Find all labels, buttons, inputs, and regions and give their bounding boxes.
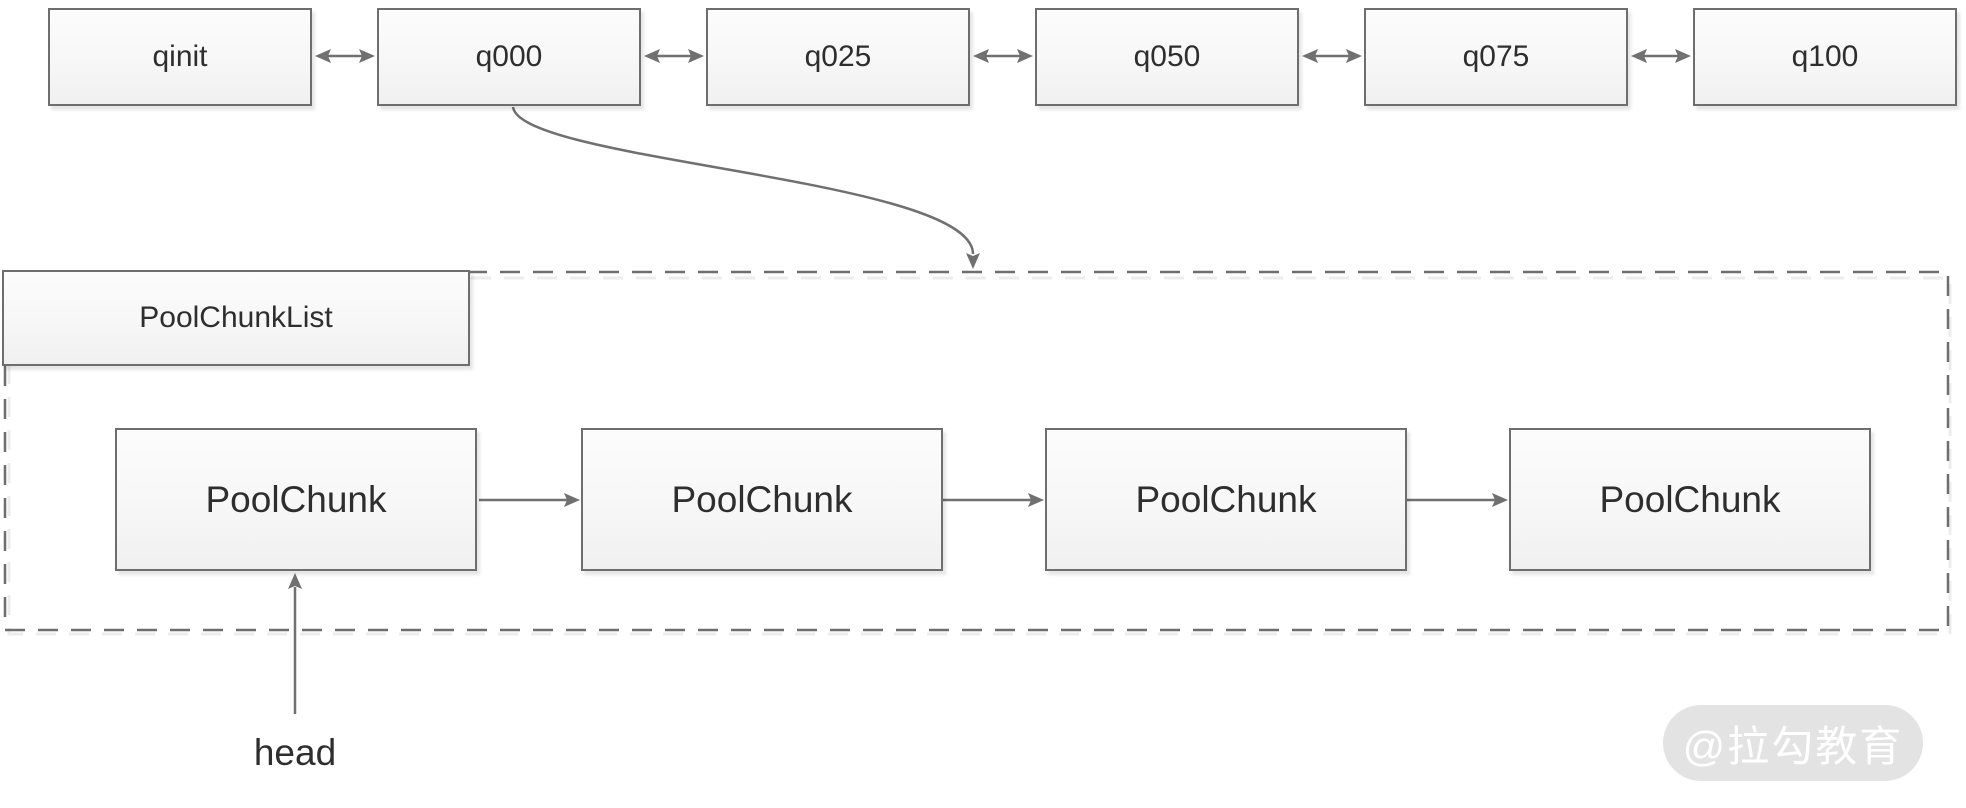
pool-chunk-list-boundary-shadow (7, 276, 1952, 636)
queue-node-q000: q000 (377, 8, 641, 106)
pool-chunk-node-2: PoolChunk (581, 428, 943, 571)
watermark-badge: @拉勾教育 (1663, 705, 1923, 781)
queue-node-q075: q075 (1364, 8, 1628, 106)
queue-node-q025: q025 (706, 8, 970, 106)
queue-node-q050: q050 (1035, 8, 1299, 106)
queue-node-q100: q100 (1693, 8, 1957, 106)
pool-chunk-list-title: PoolChunkList (2, 270, 470, 366)
head-pointer-arrow (288, 573, 302, 714)
bidirectional-arrow-q000-q025 (644, 49, 704, 63)
pool-chunk-node-3: PoolChunk (1045, 428, 1407, 571)
bidirectional-arrow-q025-q050 (973, 49, 1033, 63)
pool-chunk-list-boundary (3, 270, 1950, 632)
pool-chunk-node-1: PoolChunk (115, 428, 477, 571)
bidirectional-arrow-qinit-q000 (315, 49, 375, 63)
arrow-chunk3-chunk4 (1407, 493, 1508, 507)
bidirectional-arrow-q050-q075 (1302, 49, 1362, 63)
arrow-chunk1-chunk2 (479, 493, 580, 507)
head-pointer-label: head (253, 732, 337, 773)
watermark-text: @拉勾教育 (1682, 722, 1904, 770)
bidirectional-arrow-q075-q100 (1631, 49, 1691, 63)
arrow-chunk2-chunk3 (943, 493, 1044, 507)
queue-node-qinit: qinit (48, 8, 312, 106)
pool-chunk-node-4: PoolChunk (1509, 428, 1871, 571)
curved-arrow-q000-to-chunklist (511, 106, 980, 269)
